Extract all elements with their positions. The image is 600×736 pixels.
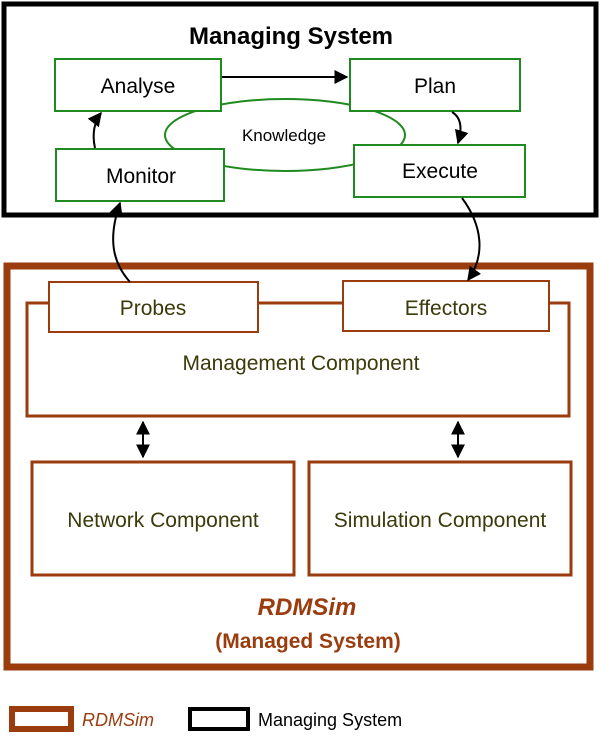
execute-label: Execute — [402, 160, 478, 183]
legend-managing-label: Managing System — [258, 710, 402, 730]
knowledge-ellipse — [164, 98, 406, 172]
network-component-label: Network Component — [67, 509, 259, 532]
simulation-component-box — [307, 460, 573, 577]
monitor-box — [55, 148, 225, 202]
plan-box — [349, 58, 521, 112]
probes-box — [48, 281, 259, 333]
analyse-box — [54, 58, 222, 112]
managing-system-title: Managing System — [189, 23, 393, 50]
simulation-component-label: Simulation Component — [334, 509, 547, 532]
rdmsim-title: RDMSim — [258, 594, 357, 621]
arrow-probes-to-monitor — [109, 201, 131, 283]
arrow-monitor-to-analyse — [87, 111, 102, 149]
legend-managed-label: RDMSim — [82, 710, 154, 730]
probes-label: Probes — [120, 297, 187, 320]
legend-managing-swatch — [188, 707, 250, 731]
knowledge-label: Knowledge — [242, 126, 326, 145]
effectors-label: Effectors — [405, 297, 487, 320]
analyse-label: Analyse — [101, 75, 176, 98]
network-component-box — [30, 460, 296, 577]
managed-system-subtitle: (Managed System) — [215, 630, 401, 653]
arrow-execute-to-effectors — [461, 197, 482, 282]
plan-label: Plan — [414, 75, 456, 98]
management-component-label: Management Component — [183, 352, 420, 375]
legend-managed-swatch — [9, 706, 74, 732]
execute-box — [353, 144, 526, 198]
monitor-label: Monitor — [106, 165, 176, 188]
effectors-box — [342, 280, 550, 332]
arrow-plan-to-execute — [451, 111, 469, 145]
